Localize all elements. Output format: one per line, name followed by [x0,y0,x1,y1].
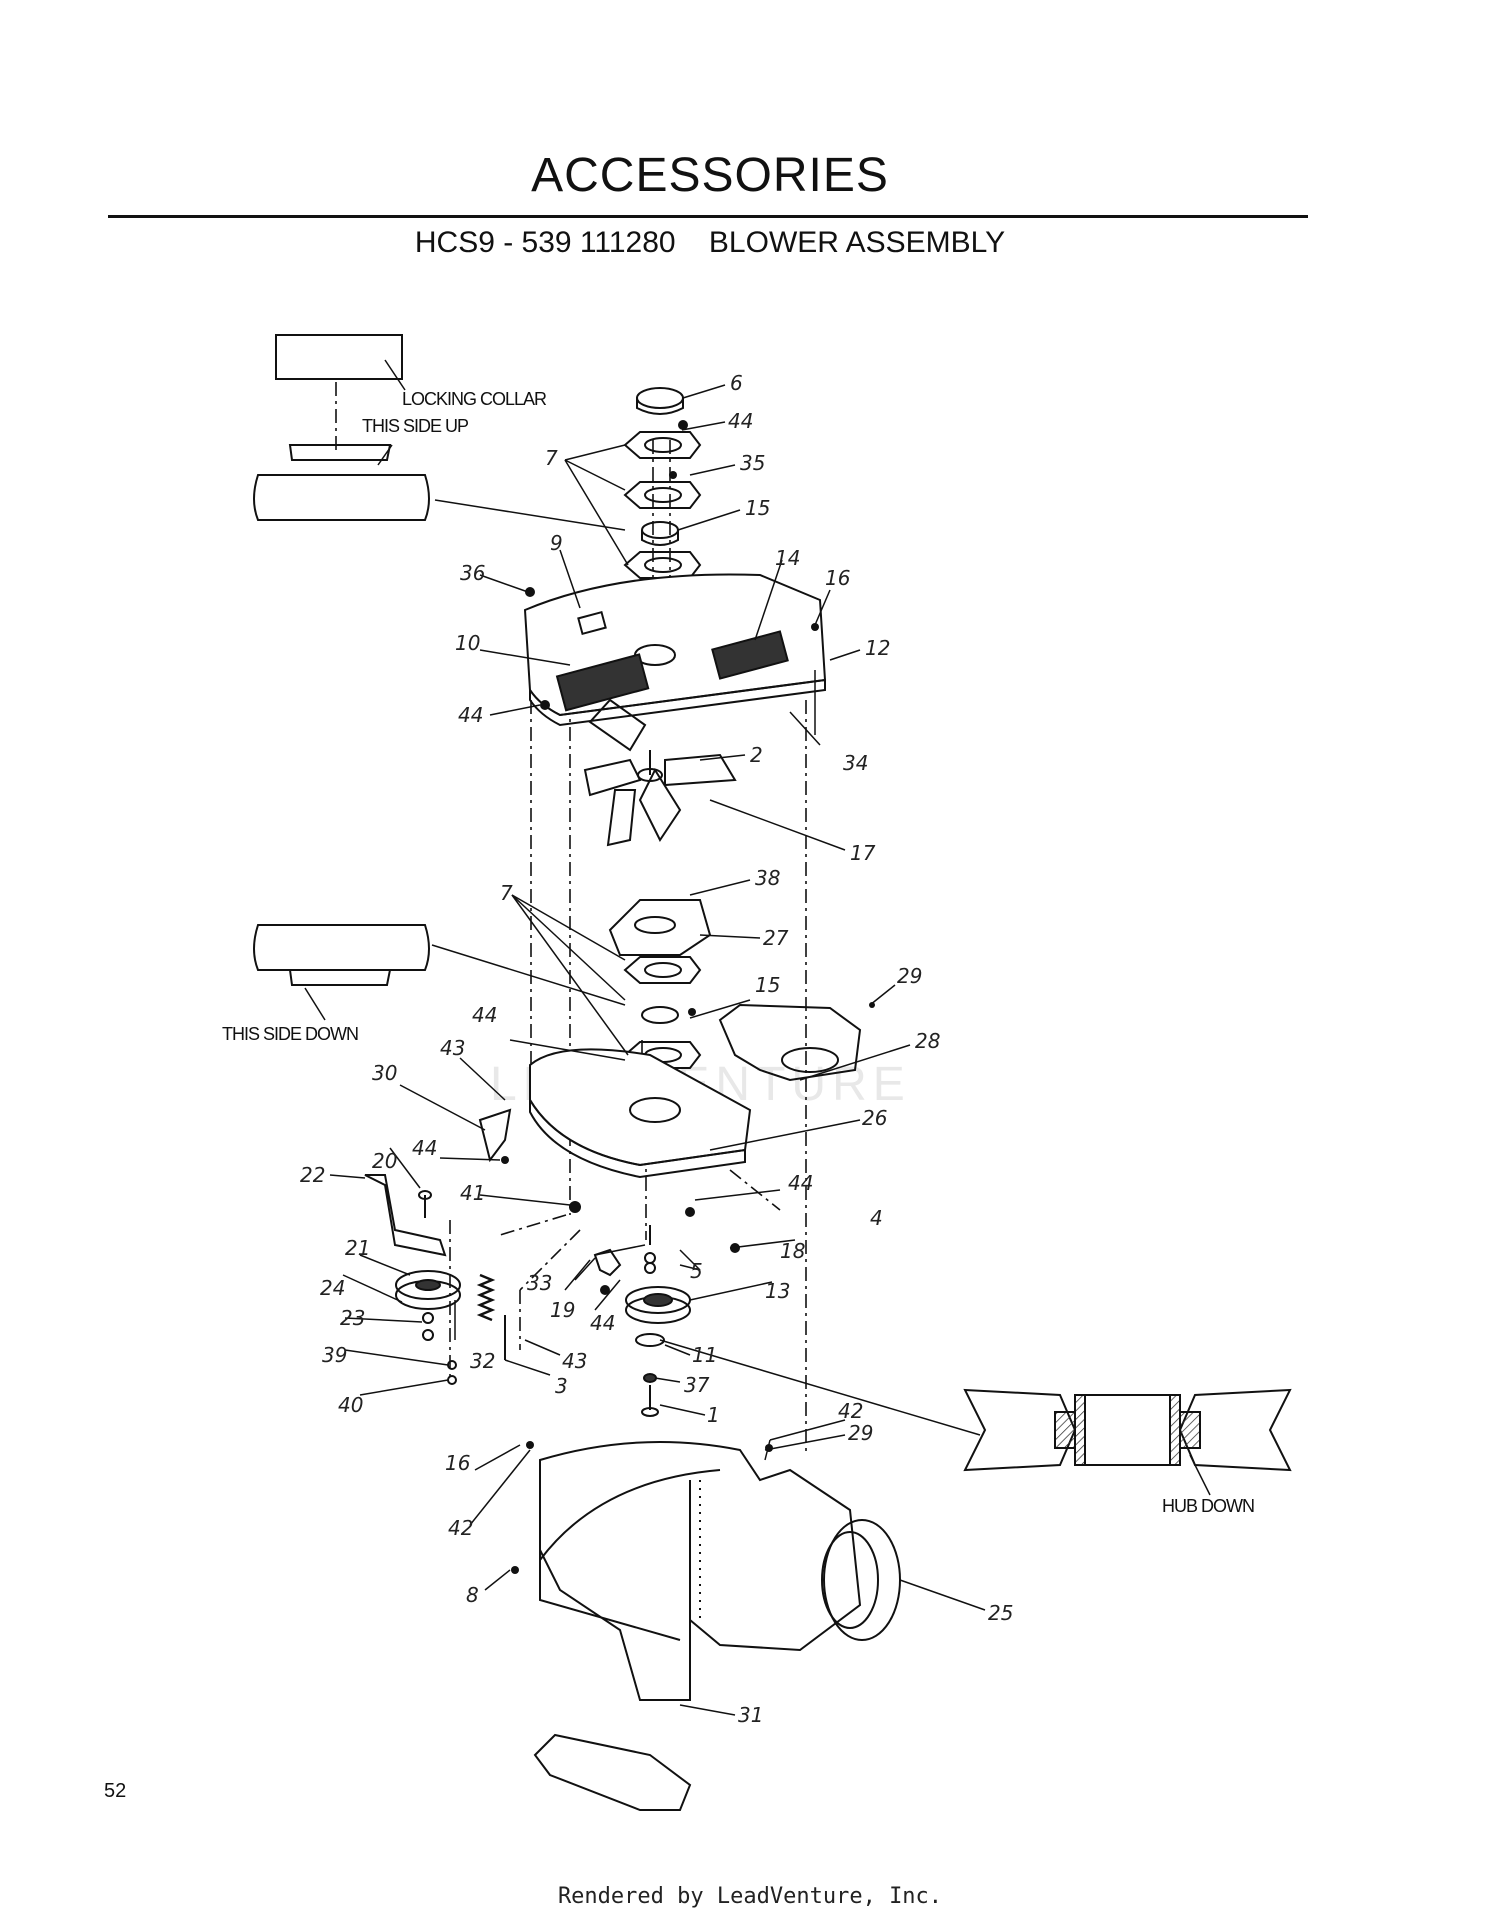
callout-27: 27 [763,926,789,950]
callout-1: 1 [707,1403,720,1427]
render-footer: Rendered by LeadVenture, Inc. [557,1884,943,1909]
page-subtitle: HCS9 - 539 111280 BLOWER ASSEMBLY [414,226,1006,259]
callout-44: 44 [472,1003,497,1027]
callout-44: 44 [728,409,753,433]
callout-16: 16 [825,566,850,590]
callout-14: 14 [775,546,800,570]
callout-29: 29 [848,1421,873,1445]
callout-17: 17 [850,841,876,865]
page-title: ACCESSORIES [531,149,889,202]
callout-18: 18 [780,1239,805,1263]
title-rule [108,215,1308,218]
callout-12: 12 [865,636,890,660]
callout-10: 10 [455,631,480,655]
callout-5: 5 [690,1259,703,1283]
callout-44: 44 [412,1136,437,1160]
callout-24: 24 [320,1276,345,1300]
callout-35: 35 [740,451,765,475]
callout-3: 3 [555,1374,568,1398]
callout-44: 44 [590,1311,615,1335]
callout-15: 15 [755,973,780,997]
callout-28: 28 [915,1029,940,1053]
callout-43: 43 [440,1036,465,1060]
callout-44: 44 [458,703,483,727]
callout-41: 41 [460,1181,485,1205]
callout-13: 13 [765,1279,790,1303]
callout-34: 34 [843,751,868,775]
callout-44: 44 [788,1171,813,1195]
callout-22: 22 [300,1163,325,1187]
callout-42: 42 [838,1399,863,1423]
callout-9: 9 [550,531,563,555]
callout-43: 43 [562,1349,587,1373]
callout-7: 7 [545,446,558,470]
callout-19: 19 [550,1298,575,1322]
callout-38: 38 [755,866,780,890]
callout-4: 4 [870,1206,883,1230]
callout-29: 29 [897,964,922,988]
callout-26: 26 [862,1106,887,1130]
callout-30: 30 [372,1061,397,1085]
callout-40: 40 [338,1393,363,1417]
callout-37: 37 [684,1373,710,1397]
callout-8: 8 [466,1583,479,1607]
callout-23: 23 [340,1306,365,1330]
callout-11: 11 [692,1343,717,1367]
note-locking-collar: LOCKING COLLAR [402,389,547,409]
callout-36: 36 [460,561,485,585]
callout-21: 21 [345,1236,370,1260]
note-this-side-up: THIS SIDE UP [362,416,469,436]
callout-33: 33 [527,1271,552,1295]
callout-6: 6 [730,371,743,395]
callout-31: 31 [738,1703,763,1727]
note-hub-down: HUB DOWN [1162,1496,1254,1516]
callout-2: 2 [750,743,763,767]
callout-25: 25 [988,1601,1013,1625]
callout-16: 16 [445,1451,470,1475]
note-this-side-down: THIS SIDE DOWN [222,1024,358,1044]
callout-15: 15 [745,496,770,520]
part-callouts: 6 44 7 35 15 9 14 16 36 10 12 44 34 2 17… [300,371,1013,1727]
callout-20: 20 [372,1149,397,1173]
callout-42: 42 [448,1516,473,1540]
callout-39: 39 [322,1343,347,1367]
page-number: 52 [104,1780,127,1802]
callout-32: 32 [470,1349,495,1373]
diagram-linework [253,334,1292,1811]
callout-7: 7 [500,881,513,905]
